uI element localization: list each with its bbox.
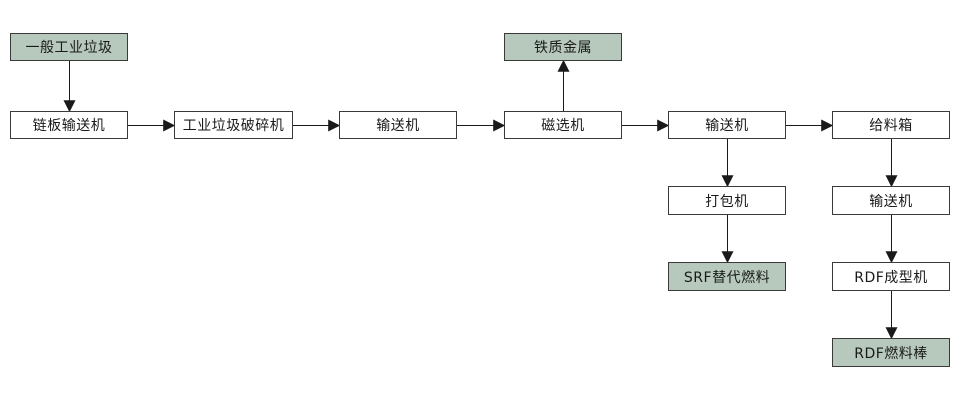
node-ferrous-metal: 铁质金属 — [504, 33, 622, 61]
node-feed-box: 给料箱 — [832, 111, 950, 139]
node-label: RDF燃料棒 — [854, 345, 928, 362]
node-label: 输送机 — [705, 118, 749, 134]
node-baler: 打包机 — [668, 186, 786, 215]
node-conveyor-3: 输送机 — [832, 186, 950, 215]
node-label: SRF替代燃料 — [683, 269, 771, 286]
node-label: 工业垃圾破碎机 — [182, 118, 285, 134]
node-magnetic-separator: 磁选机 — [504, 111, 622, 139]
node-conveyor-1: 输送机 — [339, 111, 457, 139]
node-rdf-rods: RDF燃料棒 — [832, 338, 950, 367]
node-label: 磁选机 — [541, 118, 585, 134]
node-label: 铁质金属 — [534, 40, 592, 56]
node-srf-fuel: SRF替代燃料 — [668, 262, 786, 291]
node-chain-conveyor: 链板输送机 — [10, 111, 128, 139]
node-general-waste: 一般工业垃圾 — [10, 33, 128, 61]
node-label: 打包机 — [705, 193, 749, 210]
node-label: 输送机 — [376, 118, 420, 134]
node-label: RDF成型机 — [854, 269, 928, 286]
node-label: 一般工业垃圾 — [25, 40, 113, 56]
node-crusher: 工业垃圾破碎机 — [174, 111, 293, 139]
node-label: 给料箱 — [869, 118, 913, 134]
node-label: 链板输送机 — [32, 118, 106, 134]
node-conveyor-2: 输送机 — [668, 111, 786, 139]
node-rdf-former: RDF成型机 — [832, 262, 950, 291]
node-label: 输送机 — [869, 193, 913, 210]
